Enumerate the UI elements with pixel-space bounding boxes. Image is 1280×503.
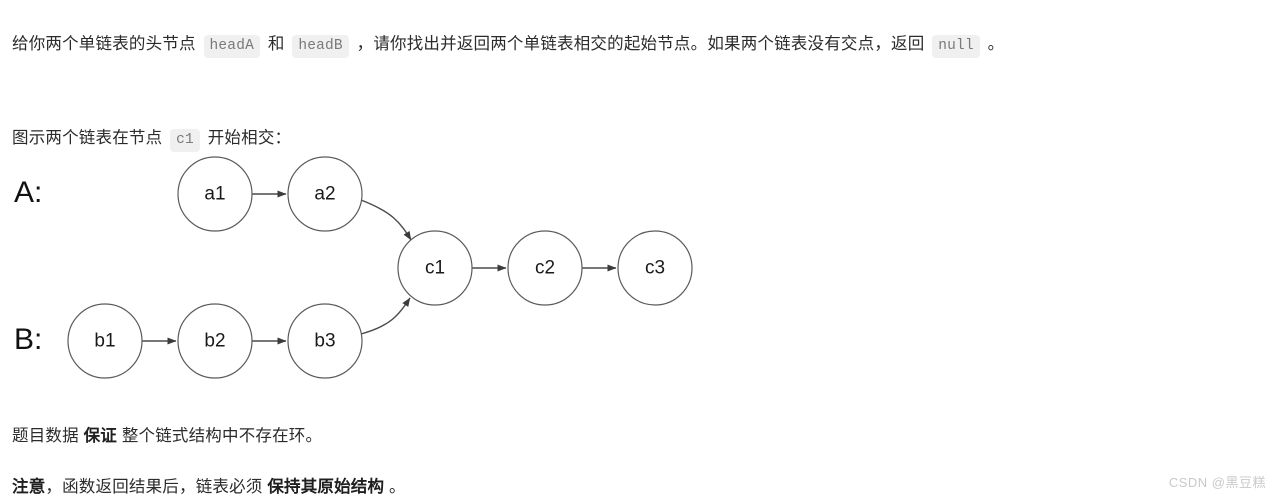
note-paragraph: 注意，函数返回结果后，链表必须 保持其原始结构 。 bbox=[12, 472, 406, 503]
node-a1: a1 bbox=[177, 156, 253, 232]
code-chip-null: null bbox=[932, 34, 980, 58]
node-a2-label: a2 bbox=[314, 184, 335, 205]
intro-paragraph: 给你两个单链表的头节点 headA 和 headB ，请你找出并返回两个单链表相… bbox=[12, 29, 1280, 62]
csdn-watermark: CSDN @黑豆糕 bbox=[1168, 475, 1266, 490]
figure-caption-paragraph: 图示两个链表在节点 c1 开始相交： bbox=[12, 123, 291, 156]
node-a1-label: a1 bbox=[204, 184, 225, 205]
node-a2: a2 bbox=[287, 156, 363, 232]
guarantee-emphasis: 保证 bbox=[83, 426, 118, 445]
node-c2: c2 bbox=[507, 230, 583, 306]
caption-text-part-1: 图示两个链表在节点 bbox=[12, 128, 163, 147]
node-c1: c1 bbox=[397, 230, 473, 306]
intro-text-part-1: 给你两个单链表的头节点 bbox=[12, 34, 196, 53]
node-b1: b1 bbox=[67, 303, 143, 379]
edge-a2-c1 bbox=[360, 199, 412, 241]
note-text-part-1: ，函数返回结果后，链表必须 bbox=[45, 477, 263, 496]
node-b2: b2 bbox=[177, 303, 253, 379]
list-a-label: A: bbox=[14, 176, 43, 209]
edge-b3-c1 bbox=[360, 297, 411, 335]
linked-list-intersection-diagram: a1 a2 c1 c2 c3 b1 bbox=[0, 148, 740, 396]
guarantee-text-part-1: 题目数据 bbox=[12, 426, 79, 445]
intro-text-part-4: 。 bbox=[987, 34, 1005, 53]
code-chip-c1: c1 bbox=[170, 128, 200, 152]
intro-text-part-3: ，请你找出并返回两个单链表相交的起始节点。如果两个链表没有交点，返回 bbox=[356, 34, 925, 53]
note-text-part-2: 。 bbox=[389, 477, 406, 496]
guarantee-paragraph: 题目数据 保证 整个链式结构中不存在环。 bbox=[12, 421, 322, 452]
note-emphasis-attention: 注意 bbox=[12, 477, 46, 496]
code-chip-headb: headB bbox=[292, 34, 349, 58]
diagram-svg: a1 a2 c1 c2 c3 b1 bbox=[67, 156, 693, 379]
node-b3-label: b3 bbox=[314, 331, 335, 352]
node-c3-label: c3 bbox=[645, 258, 665, 279]
node-c1-label: c1 bbox=[425, 258, 445, 279]
note-emphasis-structure: 保持其原始结构 bbox=[267, 477, 385, 496]
node-c3: c3 bbox=[617, 230, 693, 306]
list-b-label: B: bbox=[14, 323, 43, 356]
node-b2-label: b2 bbox=[204, 331, 225, 352]
caption-text-part-2: 开始相交： bbox=[207, 128, 292, 147]
node-c2-label: c2 bbox=[535, 258, 555, 279]
intro-text-part-2: 和 bbox=[267, 34, 285, 53]
node-b1-label: b1 bbox=[94, 331, 115, 352]
code-chip-heada: headA bbox=[203, 34, 261, 58]
node-b3: b3 bbox=[287, 303, 363, 379]
guarantee-text-part-2: 整个链式结构中不存在环。 bbox=[121, 426, 323, 445]
